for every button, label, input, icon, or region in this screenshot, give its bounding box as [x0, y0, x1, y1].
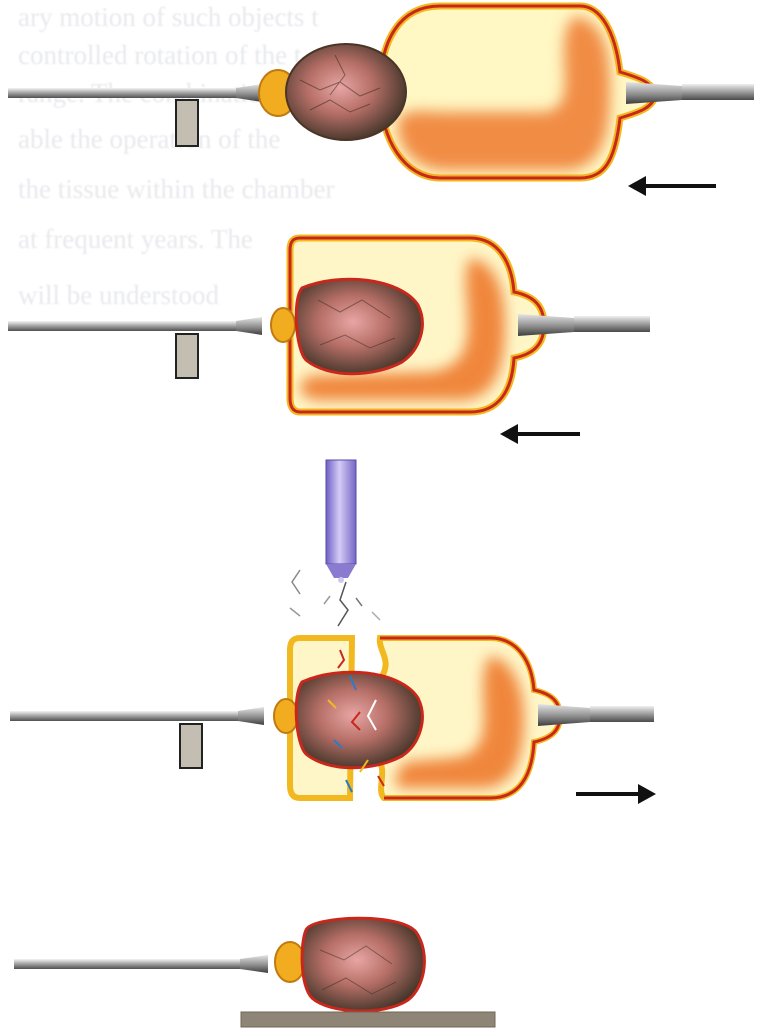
tissue-specimen — [286, 44, 406, 140]
marker-block — [176, 334, 198, 378]
specimen-stand — [241, 1012, 495, 1027]
arrow-left — [628, 176, 716, 196]
tissue-stalk — [275, 942, 305, 982]
extraction-rod — [518, 314, 650, 336]
extraction-rod — [538, 704, 654, 726]
laser-probe — [326, 460, 356, 583]
panel-3 — [10, 460, 656, 804]
marker-block — [176, 100, 198, 146]
tissue-stalk — [274, 699, 298, 733]
panel-1 — [8, 6, 754, 196]
marker-block — [180, 724, 202, 768]
tissue-specimen — [296, 672, 422, 768]
panel-4 — [14, 918, 495, 1027]
instrument-wire — [10, 707, 264, 725]
extraction-rod — [626, 82, 754, 104]
tissue-specimen — [302, 918, 424, 1011]
instrument-wire — [14, 955, 268, 973]
panel-2 — [8, 238, 650, 444]
tissue-stalk — [271, 308, 295, 342]
arrow-right — [576, 784, 656, 804]
tissue-specimen — [296, 279, 422, 374]
instrument-wire — [8, 317, 262, 335]
debris-spray — [290, 570, 380, 626]
arrow-left — [500, 424, 580, 444]
retrieval-hood — [380, 6, 656, 178]
instrument-wire — [8, 84, 262, 102]
